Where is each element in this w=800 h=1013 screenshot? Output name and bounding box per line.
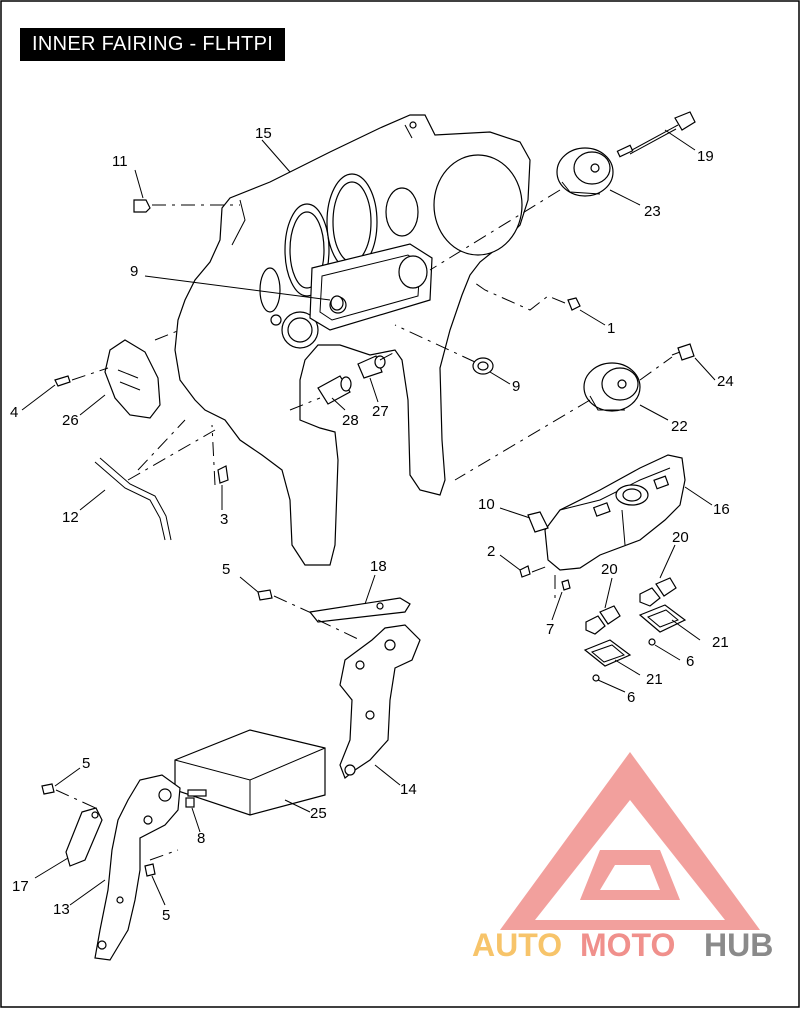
callout-6-right: 6: [686, 653, 694, 670]
watermark-hub: HUB: [704, 927, 773, 963]
callout-2: 2: [487, 543, 495, 560]
speaker-part-23: [556, 147, 614, 197]
callout-15: 15: [255, 125, 272, 142]
callout-20-left: 20: [601, 561, 618, 578]
screw-part-6-right: [648, 638, 656, 646]
speaker-part-22: [583, 362, 641, 412]
page-title: INNER FAIRING - FLHTPI: [20, 28, 286, 61]
callout-19: 19: [697, 148, 714, 165]
callout-22: 22: [671, 418, 688, 435]
nut-part-7: [561, 579, 571, 591]
callout-7: 7: [546, 621, 554, 638]
callout-17: 17: [12, 878, 29, 895]
callout-25: 25: [310, 805, 327, 822]
callout-16: 16: [713, 501, 730, 518]
watermark-moto: MOTO: [580, 927, 675, 963]
callout-10: 10: [478, 496, 495, 513]
bracket-part-14: [339, 624, 421, 779]
callout-12: 12: [62, 509, 79, 526]
screw-part-5-upper: [257, 589, 273, 601]
bracket-part-13: [94, 774, 181, 961]
leader-lines: [21, 129, 716, 906]
connector-part-24: [671, 343, 695, 361]
grommet-part-9-lower: [472, 357, 494, 375]
callout-28: 28: [342, 412, 359, 429]
callout-6-left: 6: [627, 689, 635, 706]
callout-3: 3: [220, 511, 228, 528]
strap-part-17: [65, 807, 103, 867]
screw-part-3: [217, 465, 229, 484]
screw-part-2: [519, 565, 531, 578]
callout-5-lower-left: 5: [82, 755, 90, 772]
callout-11: 11: [112, 153, 128, 170]
module-box-part-25: [174, 729, 326, 816]
callout-5-lower-right: 5: [162, 907, 170, 924]
callout-21-left: 21: [646, 671, 663, 688]
callout-21-right: 21: [712, 634, 729, 651]
callout-labels: 15 11 19 23 9 1 9 24 4 26 28 27 22 10 16…: [10, 125, 734, 924]
screw-part-6-left: [592, 674, 600, 682]
callout-9-upper: 9: [130, 263, 138, 280]
seal-part-10: [527, 511, 549, 533]
callout-18: 18: [370, 558, 387, 575]
plate-part-21-right: [638, 604, 687, 633]
callout-26: 26: [62, 412, 79, 429]
callout-13: 13: [53, 901, 70, 918]
callout-9-lower: 9: [512, 378, 520, 395]
screw-part-4: [54, 375, 71, 387]
screw-part-1: [567, 297, 581, 311]
watermark-text: AUTO MOTO HUB: [472, 927, 773, 963]
clip-part-11: [133, 199, 151, 213]
screw-part-5-lower-right: [144, 863, 156, 877]
wire-plug-part-19: [616, 111, 696, 158]
seal-strip-part-12: [94, 457, 172, 541]
screw-part-5-lower-left: [41, 783, 55, 795]
inner-fairing-shell: [174, 114, 531, 566]
watermark-logo: [500, 752, 760, 930]
lower-console-part-16: [544, 454, 686, 571]
callout-1: 1: [607, 320, 615, 337]
switch-part-20-left: [585, 605, 621, 635]
watermark-auto: AUTO: [472, 927, 562, 963]
callout-27: 27: [372, 403, 389, 420]
cover-plate-part-26: [104, 339, 161, 419]
switch-part-20-right: [639, 577, 677, 607]
callout-5-upper: 5: [222, 561, 230, 578]
callout-23: 23: [644, 203, 661, 220]
connector-part-28: [317, 375, 352, 405]
callout-14: 14: [400, 781, 417, 798]
callout-4: 4: [10, 404, 18, 421]
plate-part-21-left: [583, 639, 632, 667]
callout-20-right: 20: [672, 529, 689, 546]
bracket-part-18: [308, 597, 411, 623]
grommet-part-9-upper: [330, 295, 344, 311]
callout-8: 8: [197, 830, 205, 847]
clip-part-8: [185, 797, 195, 808]
callout-24: 24: [717, 373, 734, 390]
